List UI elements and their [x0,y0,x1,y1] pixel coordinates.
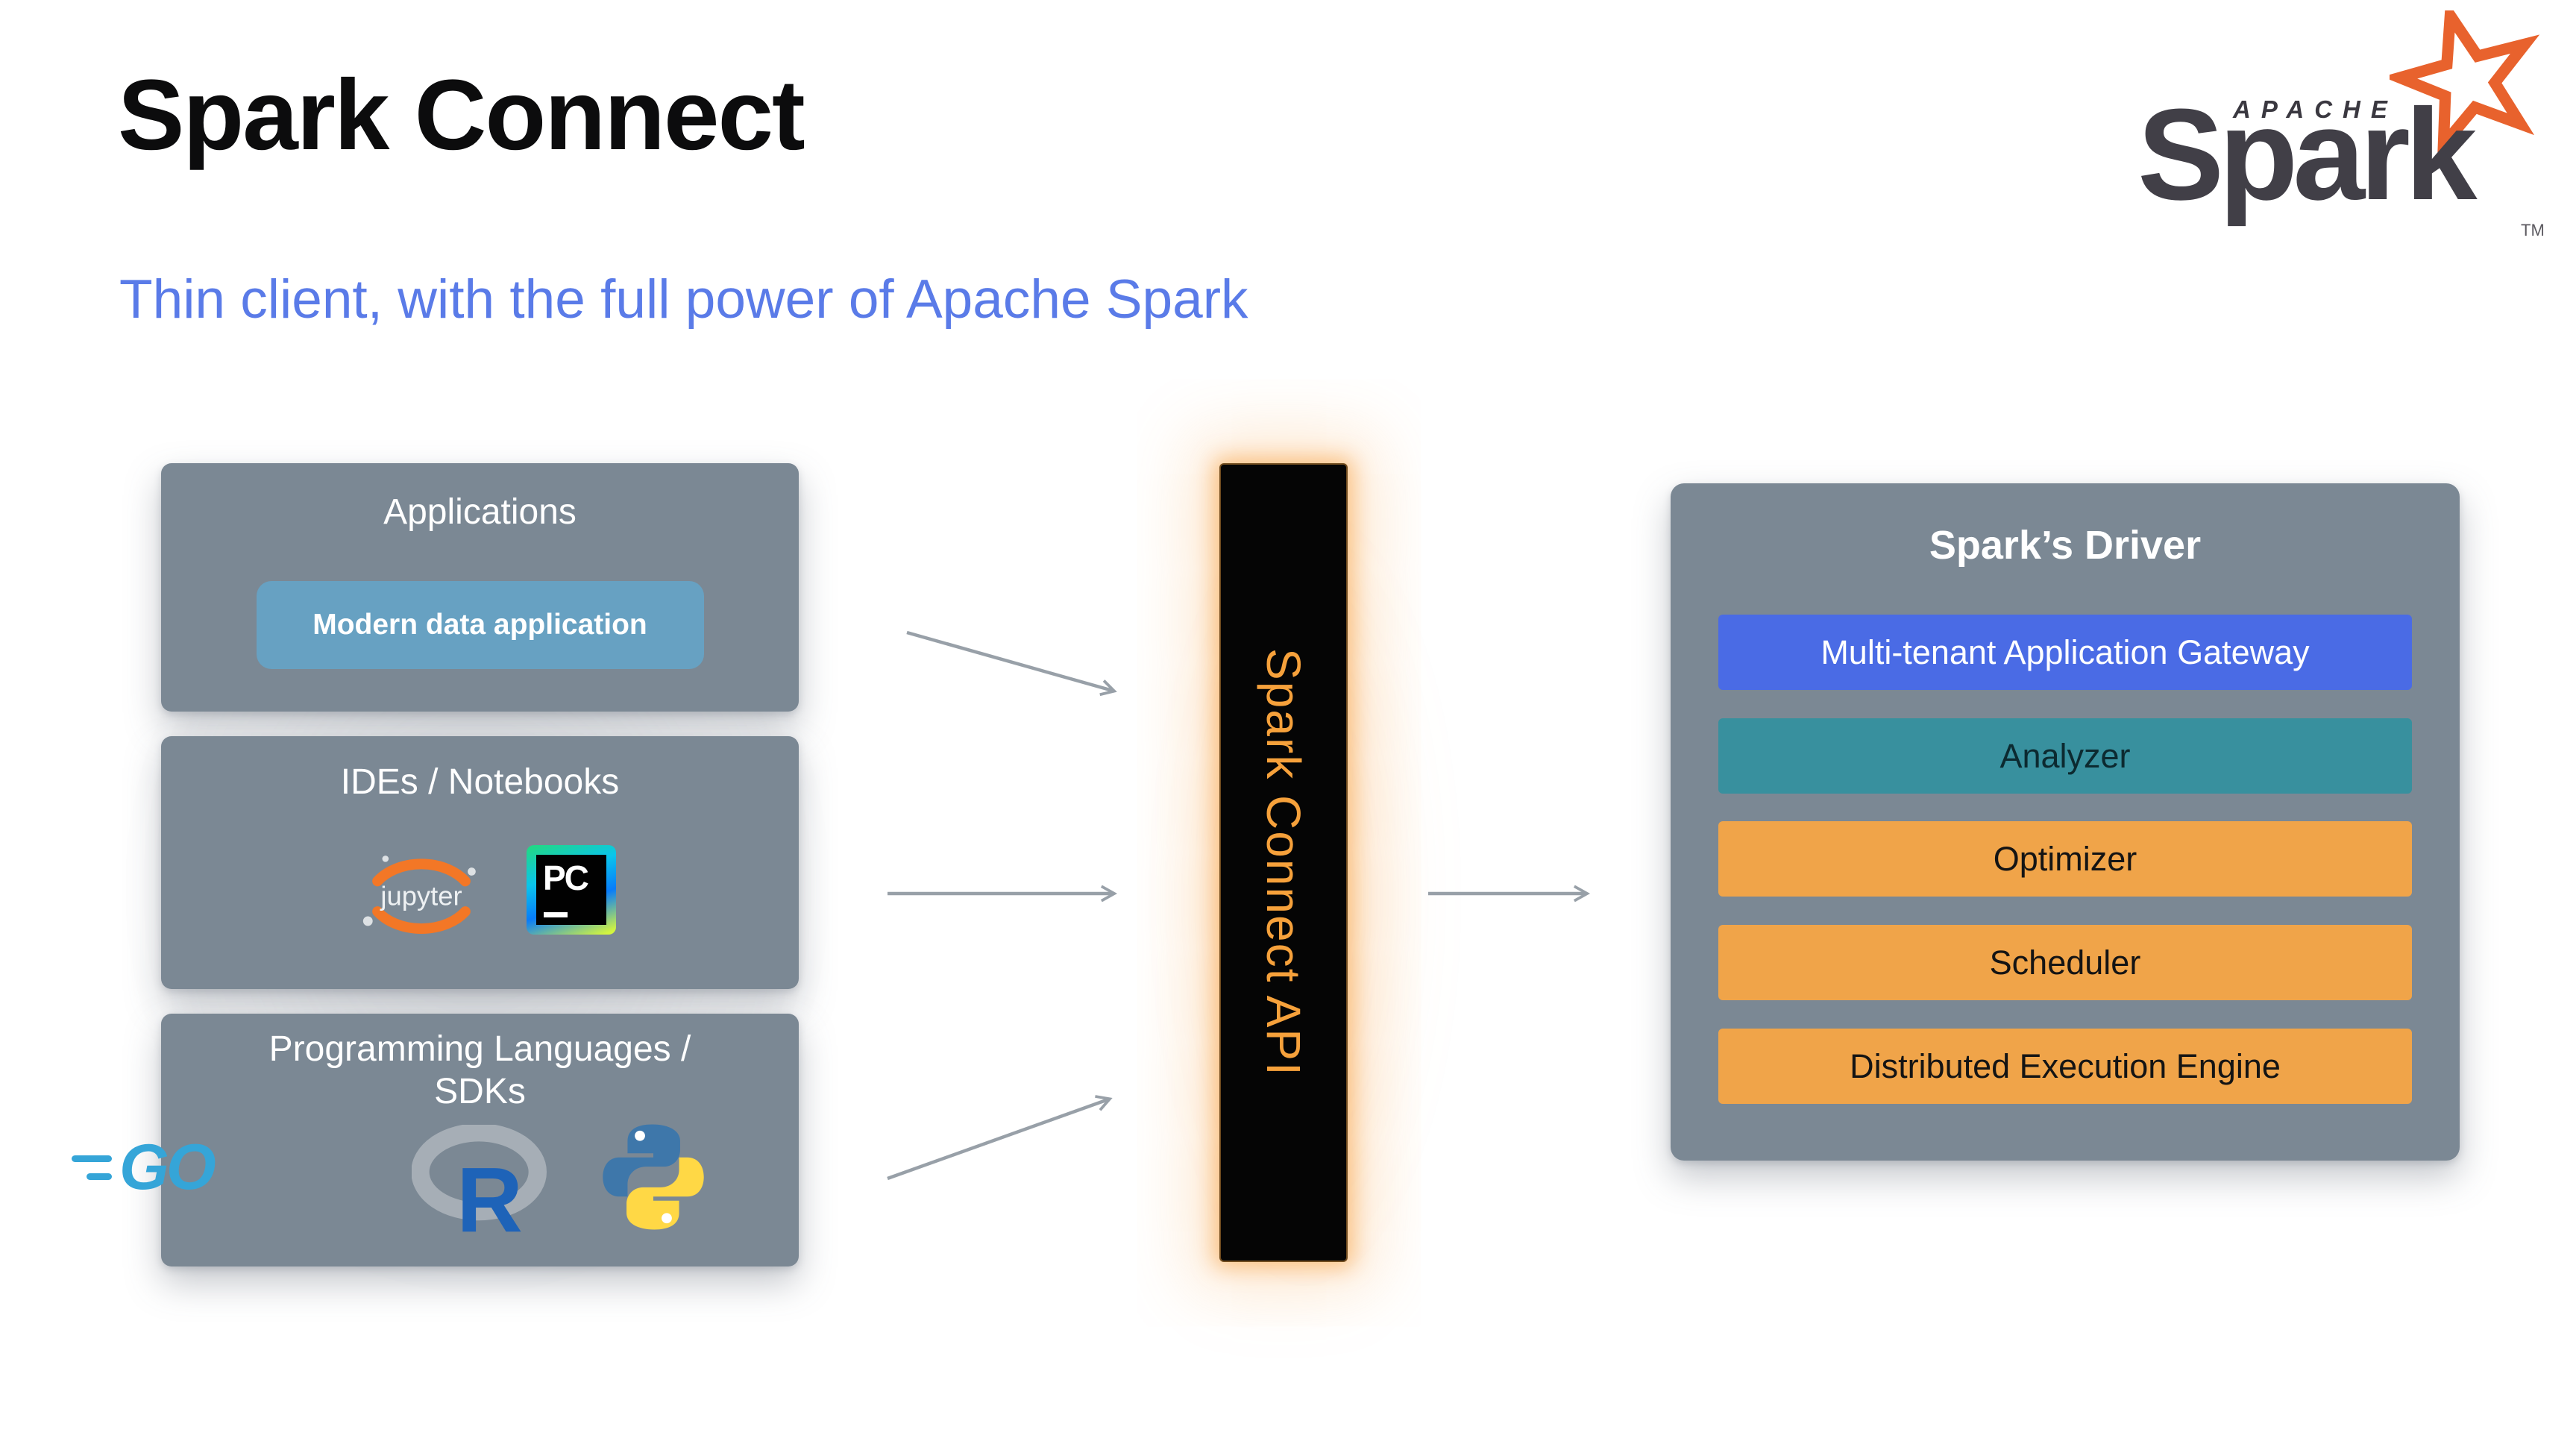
driver-layer-analyzer: Analyzer [1718,718,2412,794]
page-title: Spark Connect [118,60,805,171]
trademark-label: TM [2521,221,2545,239]
driver-layer-optimizer: Optimizer [1718,821,2412,897]
go-icon: GO [72,1131,216,1203]
modern-data-application-chip: Modern data application [256,581,704,669]
spark-wordmark: Spark [2137,81,2478,227]
jupyter-dot [382,856,389,862]
arrow-languages-to-api [887,1095,1113,1181]
driver-layer-execution-engine: Distributed Execution Engine [1718,1029,2412,1104]
jupyter-dot [468,867,476,876]
jupyter-label: jupyter [380,880,462,911]
apache-wordmark: APACHE [2233,95,2398,123]
jupyter-dot [362,916,373,926]
go-speed-lines [72,1155,112,1180]
ides-notebooks-box-title: IDEs / Notebooks [340,762,620,802]
python-icon [603,1124,704,1230]
apache-spark-logo: APACHE Spark TM [2130,6,2552,252]
r-icon: R [412,1125,547,1240]
spark-connect-api-label: Spark Connect API [1257,648,1310,1077]
applications-box: Applications Modern data application [161,463,799,712]
pycharm-icon: PC [527,845,616,935]
r-label: R [456,1149,523,1240]
languages-sdks-box-title: Programming Languages / SDKs [268,1029,691,1111]
applications-box-title: Applications [383,492,577,532]
driver-layer-scheduler: Scheduler [1718,925,2412,1000]
spark-driver-title: Spark’s Driver [1929,523,2202,568]
slide-subtitle: Thin client, with the full power of Apac… [119,269,1248,330]
pycharm-underscore [544,912,568,917]
jupyter-icon: jupyter [362,856,476,934]
pycharm-inner-square: PC [536,855,606,925]
driver-layer-gateway: Multi-tenant Application Gateway [1718,615,2412,690]
arrow-applications-to-api [906,630,1117,697]
ides-notebooks-box: IDEs / Notebooks jupyter PC [161,736,799,989]
go-label: GO [119,1131,216,1203]
spark-driver-box: Spark’s Driver Multi-tenant Application … [1671,483,2460,1161]
spark-connect-api-bar: Spark Connect API [1219,463,1348,1262]
spark-star-icon [2390,10,2540,152]
pycharm-label: PC [543,859,589,897]
